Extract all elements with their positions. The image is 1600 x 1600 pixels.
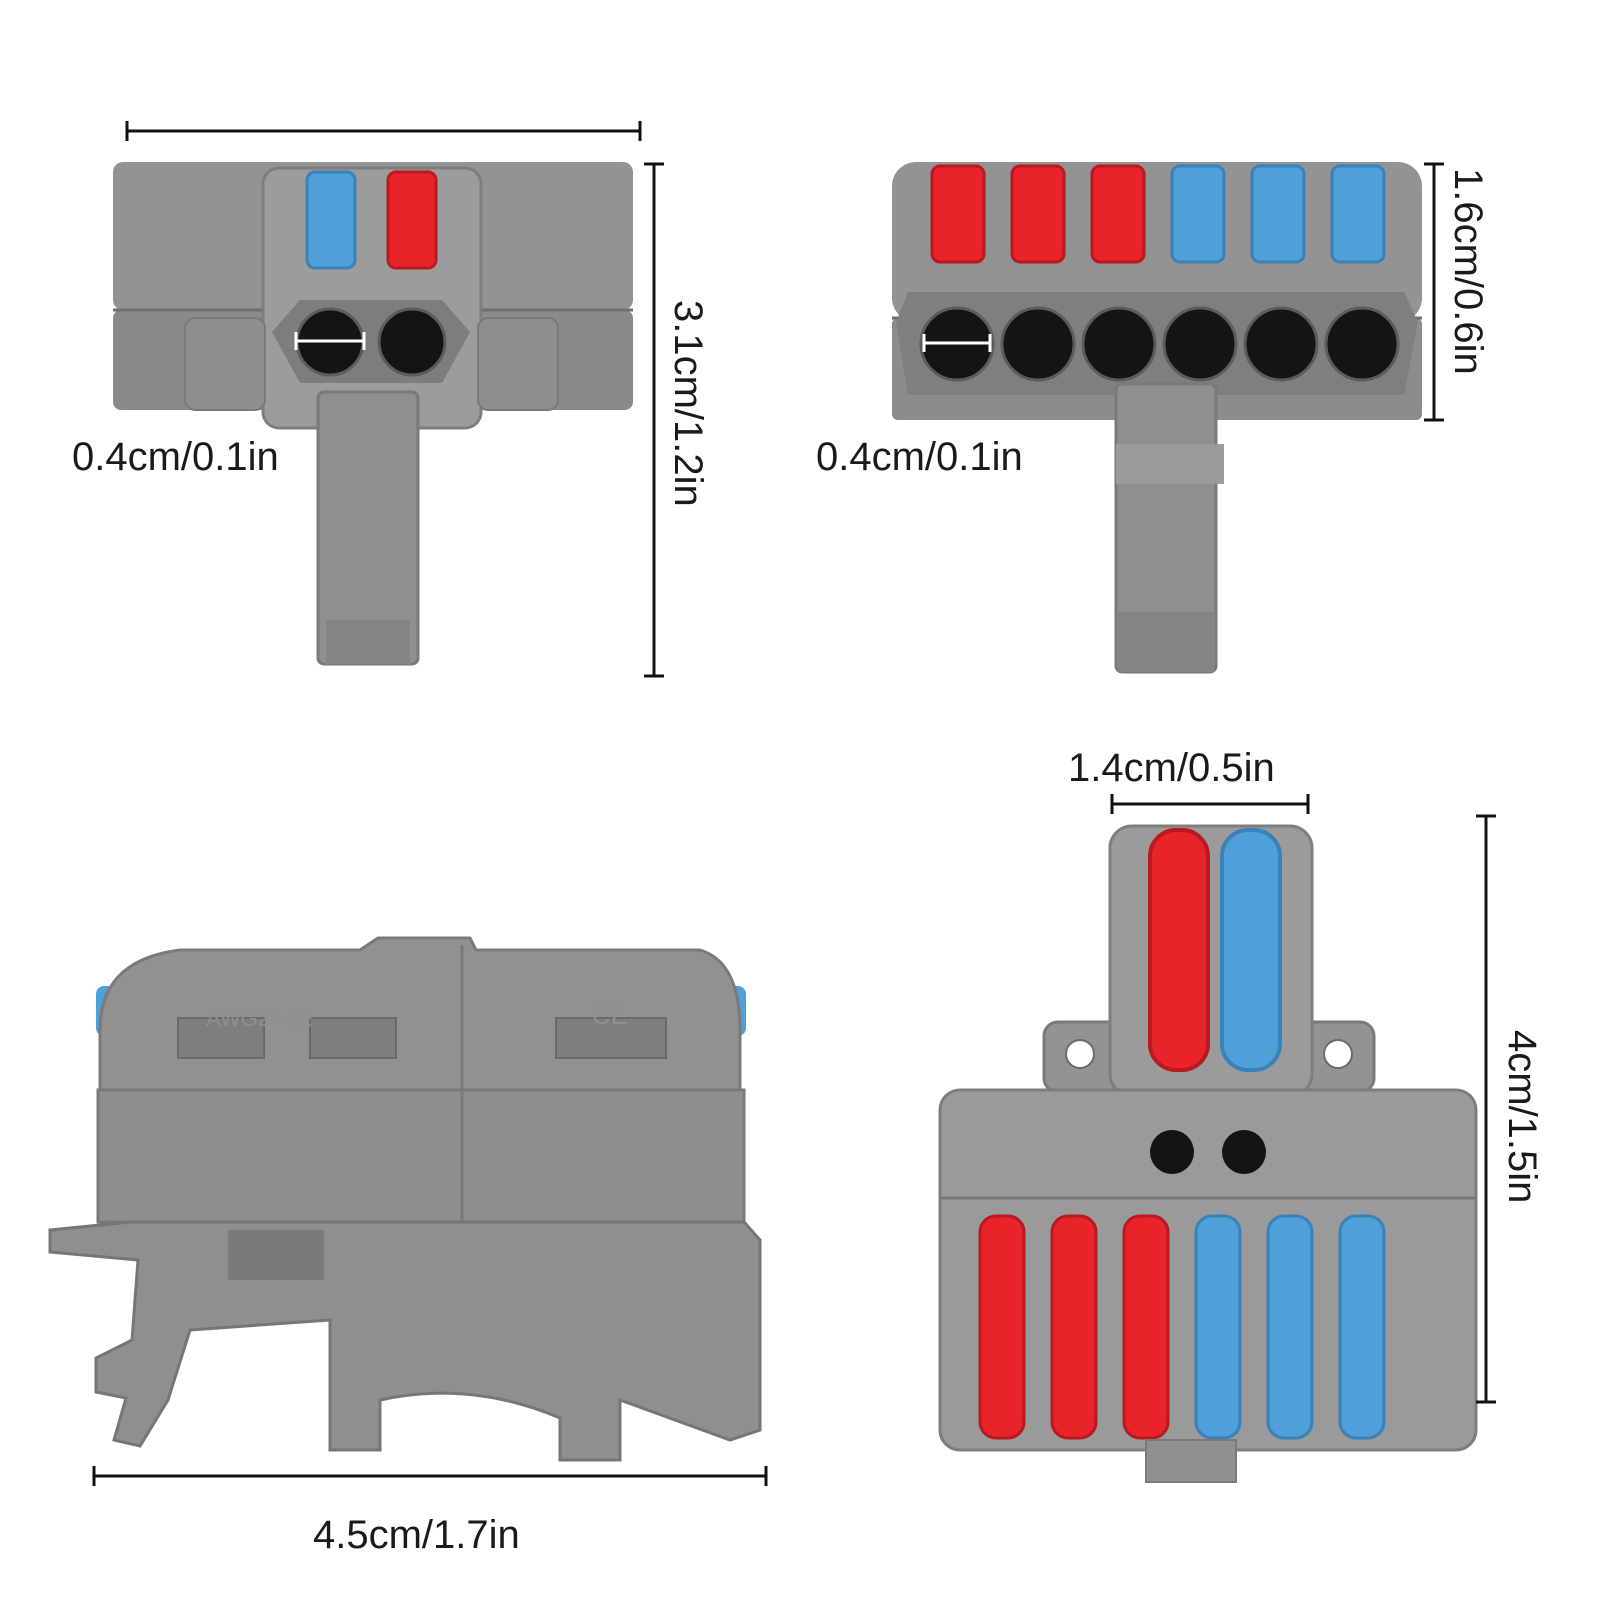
front-hole-width-label: 0.4cm/0.1in — [72, 435, 279, 479]
lever-icon — [1220, 828, 1282, 1072]
side-view: AWG24-12 CE 4.5cm/1.7in — [0, 740, 800, 1600]
back-view-drawing — [892, 162, 1444, 674]
back-height-label: 1.6cm/0.6in — [1446, 168, 1490, 375]
wire-hole-icon — [1000, 306, 1076, 382]
side-width-label: 4.5cm/1.7in — [313, 1513, 520, 1557]
dimension-line-icon — [922, 334, 992, 352]
wire-hole-icon — [1081, 306, 1157, 382]
dimension-line-icon — [1110, 794, 1310, 814]
wire-hole-icon — [377, 307, 447, 377]
top-view: 1.4cm/0.5in 4cm/1.5in — [800, 740, 1600, 1600]
awg-marking: AWG24-12 — [206, 1006, 315, 1031]
front-view-drawing — [113, 121, 664, 678]
back-view: 0.4cm/0.1in 1.6cm/0.6in — [800, 0, 1600, 740]
wire-hole-icon — [1222, 1130, 1266, 1174]
ce-marking: CE — [592, 1000, 629, 1030]
side-housing-lower — [96, 1088, 746, 1224]
lever-icon — [1194, 1214, 1242, 1440]
lever-icon — [1122, 1214, 1170, 1440]
lever-icon — [1250, 164, 1306, 264]
lever-icon — [1010, 164, 1066, 264]
wire-hole-icon — [1243, 306, 1319, 382]
lever-icon — [978, 1214, 1026, 1440]
lever-icon — [1170, 164, 1226, 264]
front-center-block — [261, 166, 483, 430]
dimension-line-icon — [92, 1466, 768, 1486]
front-height-label: 3.1cm/1.2in — [666, 300, 710, 507]
lever-icon — [1090, 164, 1146, 264]
lever-icon — [305, 170, 357, 270]
dimension-line-icon — [294, 332, 366, 350]
dimension-line-icon — [1476, 814, 1496, 1404]
lever-icon — [1148, 828, 1210, 1072]
side-view-drawing — [48, 936, 768, 1486]
lever-icon — [1266, 1214, 1314, 1440]
wire-hole-icon — [1324, 306, 1400, 382]
top-view-drawing — [938, 794, 1496, 1483]
dimension-line-icon — [644, 162, 664, 678]
lever-icon — [1050, 1214, 1098, 1440]
top-height-label: 4cm/1.5in — [1500, 1030, 1544, 1204]
side-din-foot — [48, 1220, 762, 1462]
lever-icon — [1330, 164, 1386, 264]
top-width-label: 1.4cm/0.5in — [1068, 746, 1275, 790]
wire-hole-icon — [1162, 306, 1238, 382]
lever-icon — [1338, 1214, 1386, 1440]
lever-icon — [930, 164, 986, 264]
back-hole-width-label: 0.4cm/0.1in — [816, 435, 1023, 479]
wire-hole-icon — [1150, 1130, 1194, 1174]
lever-icon — [386, 170, 438, 270]
dimension-line-icon — [1424, 162, 1444, 422]
side-housing-upper — [98, 936, 742, 1092]
front-view: 0.4cm/0.1in 3.1cm/1.2in — [0, 0, 800, 740]
dimension-line-icon — [125, 121, 642, 141]
